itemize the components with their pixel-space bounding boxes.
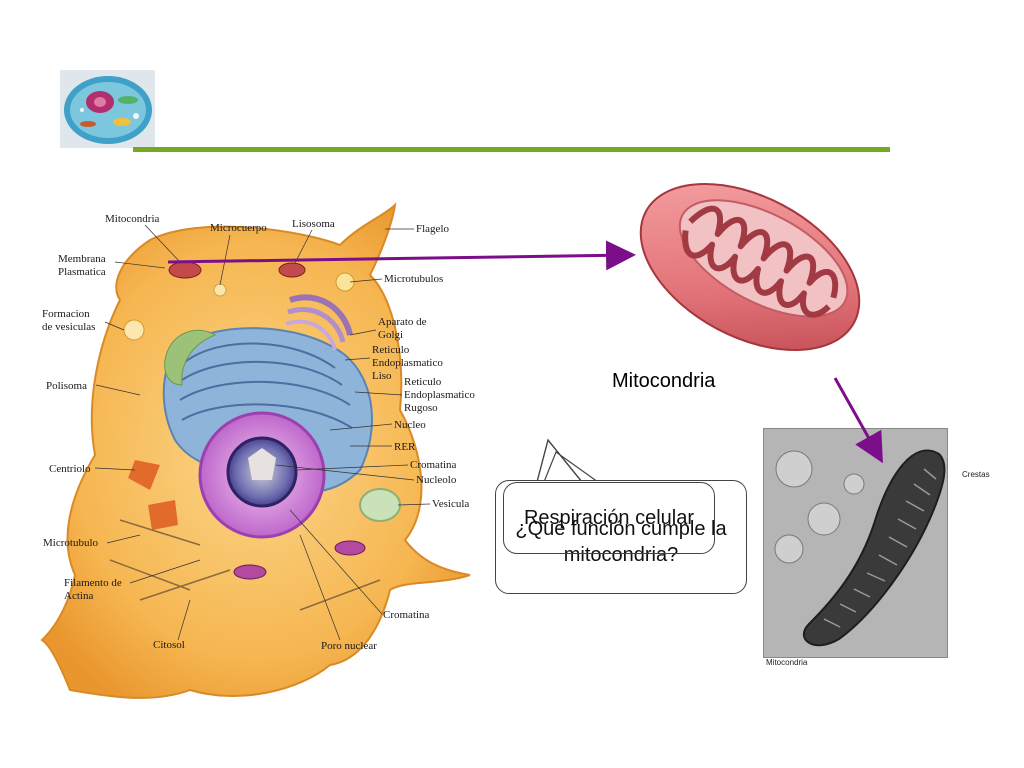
label-membrana-plasmatica: Membrana Plasmatica <box>58 253 106 278</box>
micrograph-caption: Mitocondria <box>766 658 808 667</box>
cell-thumbnail-image <box>60 70 155 148</box>
label-reticulo-rugoso: Reticulo Endoplasmatico Rugoso <box>404 376 475 414</box>
label-flagelo: Flagelo <box>416 223 449 235</box>
label-mitocondria: Mitocondria <box>105 213 160 225</box>
label-poro-nuclear: Poro nuclear <box>321 640 377 652</box>
label-cromatina-1: Cromatina <box>410 459 457 471</box>
question-callout: ¿Qué función cumple la mitocondria? <box>495 480 747 594</box>
mitochondrion-3d-image <box>639 183 861 351</box>
label-nucleo: Nucleo <box>394 419 426 431</box>
label-lisosoma: Lisosoma <box>292 218 335 230</box>
crestas-label: Crestas <box>962 470 990 479</box>
label-microtubulos: Microtubulos <box>384 273 444 285</box>
label-filamento-actina: Filamento de Actina <box>64 577 122 602</box>
label-polisoma: Polisoma <box>46 380 87 392</box>
label-vesicula: Vesicula <box>432 498 470 510</box>
label-centriolo: Centriolo <box>49 463 91 475</box>
title-divider-line <box>133 147 890 152</box>
mitochondrion-micrograph-image <box>763 428 948 658</box>
answer-callout: Respiración celular <box>503 482 715 554</box>
label-nucleolo: Nucleolo <box>416 474 457 486</box>
label-formacion-vesiculas: Formacion de vesiculas <box>42 308 96 333</box>
label-microcuerpo: Microcuerpo <box>210 222 267 234</box>
label-reticulo-liso: Reticulo Endoplasmatico Liso <box>372 344 443 382</box>
label-aparato-golgi: Aparato de Golgi <box>378 316 427 341</box>
label-microtubulo: Microtubulo <box>43 537 98 549</box>
label-cromatina-2: Cromatina <box>383 609 430 621</box>
label-rer: RER <box>394 441 416 453</box>
mitocondria-caption: Mitocondria <box>612 370 716 392</box>
label-citosol: Citosol <box>153 639 185 651</box>
